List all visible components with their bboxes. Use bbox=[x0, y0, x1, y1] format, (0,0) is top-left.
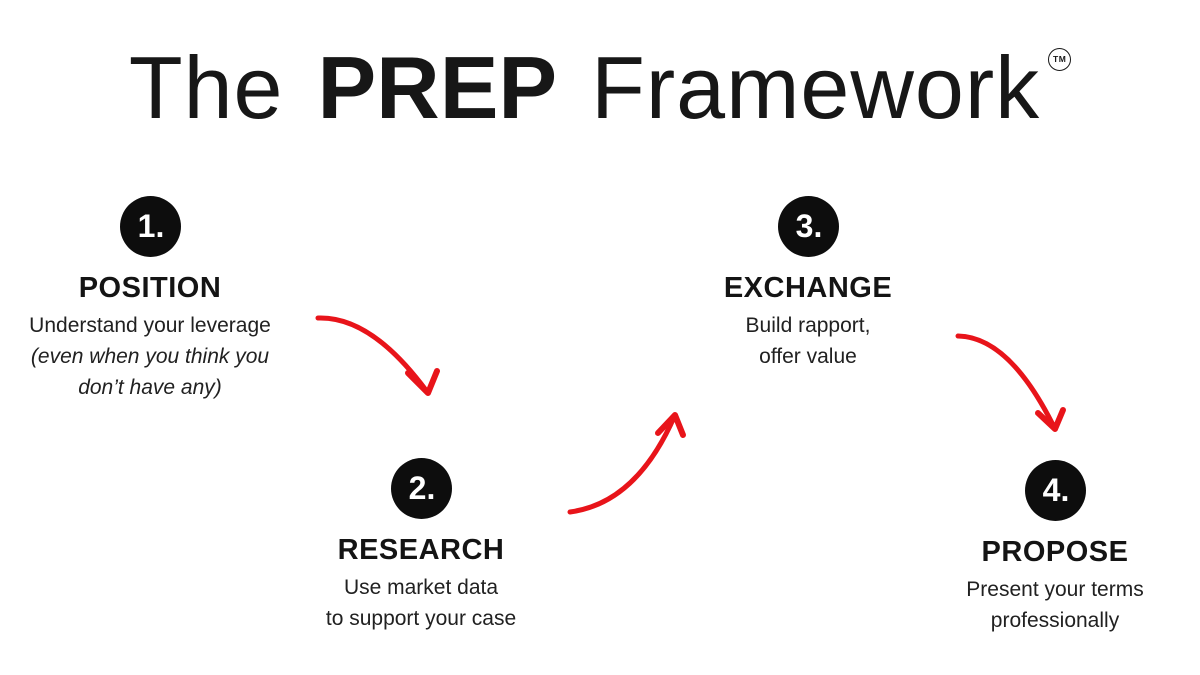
step-description-line: offer value bbox=[759, 345, 857, 368]
step-name: RESEARCH bbox=[337, 534, 505, 566]
title-post: Framework bbox=[591, 38, 1041, 137]
step-propose: 4. PROPOSE Present your terms profession… bbox=[920, 460, 1190, 636]
step-number-badge: 1. bbox=[119, 196, 181, 257]
step-description: Build rapport, offer value bbox=[746, 310, 871, 372]
step-name: POSITION bbox=[78, 272, 222, 304]
step-exchange: 3. EXCHANGE Build rapport, offer value bbox=[673, 196, 943, 372]
arrow-head bbox=[405, 368, 440, 396]
step-number-badge: 2. bbox=[390, 458, 452, 519]
arrow-curve bbox=[955, 333, 1058, 432]
step-position: 1. POSITION Understand your leverage (ev… bbox=[5, 196, 295, 403]
arrow-exchange-to-propose-icon bbox=[955, 333, 1066, 432]
step-description-line: Present your terms bbox=[966, 578, 1144, 601]
step-research: 2. RESEARCH Use market data to support y… bbox=[286, 458, 556, 634]
step-number: 4. bbox=[1042, 472, 1070, 508]
step-description-line: Use market data bbox=[343, 576, 499, 599]
step-description: Use market data to support your case bbox=[326, 572, 516, 634]
step-number-badge: 3. bbox=[777, 196, 839, 257]
title-pre: The bbox=[128, 38, 284, 137]
trademark-icon: TM bbox=[1048, 47, 1072, 71]
step-description-line: don’t have any) bbox=[78, 376, 222, 399]
title-emphasis: PREP bbox=[317, 38, 558, 137]
step-description-line: (even when you think you bbox=[30, 345, 270, 368]
arrow-position-to-research-icon bbox=[315, 315, 440, 396]
step-number-badge: 4. bbox=[1024, 460, 1086, 521]
arrow-head bbox=[1035, 407, 1066, 432]
step-description-line: professionally bbox=[990, 609, 1120, 632]
arrow-head bbox=[655, 412, 686, 438]
step-description: Understand your leverage (even when you … bbox=[29, 310, 271, 403]
step-name: EXCHANGE bbox=[723, 272, 893, 304]
step-number: 1. bbox=[137, 208, 165, 244]
arrow-curve bbox=[567, 412, 678, 515]
arrow-curve bbox=[315, 315, 431, 396]
step-number: 2. bbox=[408, 470, 436, 506]
step-description-line: Understand your leverage bbox=[29, 314, 271, 337]
step-description: Present your terms professionally bbox=[966, 574, 1143, 636]
step-name: PROPOSE bbox=[981, 536, 1129, 568]
step-description-line: Build rapport, bbox=[745, 314, 871, 337]
arrow-research-to-exchange-icon bbox=[567, 412, 686, 515]
step-number: 3. bbox=[795, 208, 823, 244]
page-title: The PREP Framework TM bbox=[0, 38, 1200, 137]
step-description-line: to support your case bbox=[325, 607, 517, 630]
